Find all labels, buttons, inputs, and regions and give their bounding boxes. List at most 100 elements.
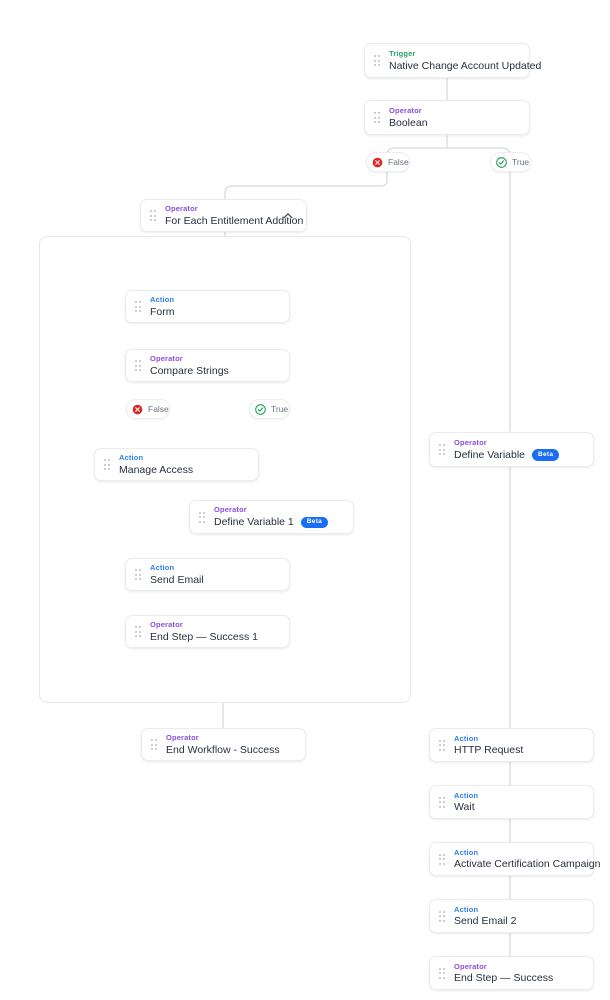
node-kind-label: Operator bbox=[165, 204, 198, 213]
node-kind-label: Operator bbox=[214, 505, 247, 514]
drag-handle-icon[interactable] bbox=[135, 625, 142, 638]
node-title-row: Define Variable 1 Beta bbox=[214, 516, 343, 528]
node-title: For Each Entitlement Addition bbox=[165, 214, 304, 227]
node-title: Form bbox=[150, 305, 175, 318]
node-title-row: Boolean bbox=[389, 116, 519, 129]
node-kind-label: Action bbox=[150, 295, 175, 304]
branch-badge-label: True bbox=[271, 403, 289, 414]
drag-handle-icon[interactable] bbox=[151, 738, 158, 751]
node-title-row: Form bbox=[150, 305, 279, 318]
beta-badge: Beta bbox=[300, 516, 329, 528]
node-title-row: Send Email bbox=[150, 573, 279, 586]
drag-handle-icon[interactable] bbox=[439, 967, 446, 980]
node-action-http-request[interactable]: Action HTTP Request bbox=[429, 728, 594, 762]
node-action-activate-certification-campaign[interactable]: Action Activate Certification Campaign bbox=[429, 842, 600, 876]
node-title: End Step — Success 1 bbox=[150, 630, 258, 643]
branch-badge-compare-true[interactable]: True bbox=[249, 399, 290, 419]
drag-handle-icon[interactable] bbox=[374, 111, 381, 124]
check-circle-icon bbox=[496, 156, 507, 168]
node-operator-end-step-success[interactable]: Operator End Step — Success bbox=[429, 956, 594, 990]
branch-badge-compare-false[interactable]: False bbox=[126, 399, 170, 419]
node-text: Action HTTP Request bbox=[454, 733, 583, 756]
node-title: Wait bbox=[454, 801, 475, 813]
node-action-wait[interactable]: Action Wait bbox=[429, 785, 594, 819]
node-text: Operator Define Variable Beta bbox=[454, 438, 583, 461]
node-text: Action Wait bbox=[454, 790, 583, 813]
node-title: Native Change Account Updated bbox=[389, 59, 542, 72]
node-title-row: Compare Strings bbox=[150, 364, 279, 377]
node-text: Trigger Native Change Account Updated bbox=[389, 49, 541, 72]
node-kind-label: Action bbox=[119, 453, 144, 462]
branch-badge-boolean-false[interactable]: False bbox=[366, 152, 410, 172]
node-action-form[interactable]: Action Form bbox=[125, 290, 290, 323]
node-title-row: End Step — Success 1 bbox=[150, 630, 279, 643]
node-text: Operator End Step — Success 1 bbox=[150, 621, 279, 642]
node-operator-for-each-entitlement-addition[interactable]: Operator For Each Entitlement Addition bbox=[140, 199, 307, 232]
node-text: Operator Boolean bbox=[389, 107, 519, 128]
node-title: Define Variable 1 bbox=[214, 516, 294, 528]
node-text: Action Activate Certification Campaign bbox=[454, 847, 600, 870]
node-operator-compare-strings[interactable]: Operator Compare Strings bbox=[125, 349, 290, 382]
node-kind-label: Action bbox=[454, 847, 479, 857]
node-operator-define-variable-1[interactable]: Operator Define Variable 1 Beta bbox=[189, 500, 354, 534]
node-title-row: Wait bbox=[454, 802, 583, 813]
node-operator-end-step-success-1[interactable]: Operator End Step — Success 1 bbox=[125, 615, 290, 648]
node-title-row: Activate Certification Campaign bbox=[454, 859, 600, 870]
node-kind-label: Action bbox=[454, 790, 479, 800]
node-kind-label: Operator bbox=[454, 961, 487, 971]
drag-handle-icon[interactable] bbox=[439, 910, 446, 923]
branch-badge-boolean-true[interactable]: True bbox=[490, 152, 531, 172]
drag-handle-icon[interactable] bbox=[150, 209, 157, 222]
node-title-row: Manage Access bbox=[119, 464, 248, 476]
node-operator-end-workflow-success[interactable]: Operator End Workflow - Success bbox=[141, 728, 306, 761]
chevron-up-icon[interactable] bbox=[280, 208, 296, 224]
node-title-row: HTTP Request bbox=[454, 745, 583, 756]
node-kind-label: Action bbox=[150, 563, 175, 572]
beta-badge: Beta bbox=[532, 449, 560, 461]
node-trigger-native-change-account-updated[interactable]: Trigger Native Change Account Updated bbox=[364, 43, 541, 78]
node-text: Action Send Email bbox=[150, 564, 279, 585]
node-title: Define Variable bbox=[454, 448, 526, 461]
node-kind-label: Operator bbox=[166, 733, 199, 742]
node-action-send-email[interactable]: Action Send Email bbox=[125, 558, 290, 591]
node-title-row: Define Variable Beta bbox=[454, 449, 583, 461]
drag-handle-icon[interactable] bbox=[439, 739, 446, 752]
node-text: Operator End Workflow - Success bbox=[166, 734, 295, 755]
node-operator-boolean[interactable]: Operator Boolean bbox=[364, 100, 530, 135]
node-title-row: End Workflow - Success bbox=[166, 743, 295, 756]
drag-handle-icon[interactable] bbox=[135, 359, 142, 372]
drag-handle-icon[interactable] bbox=[135, 568, 142, 581]
node-title: Activate Certification Campaign bbox=[454, 858, 601, 870]
node-kind-label: Operator bbox=[150, 354, 183, 363]
node-text: Operator End Step — Success bbox=[454, 961, 583, 984]
node-title-row: End Step — Success bbox=[454, 973, 583, 984]
node-title-row: Native Change Account Updated bbox=[389, 60, 541, 72]
drag-handle-icon[interactable] bbox=[199, 511, 206, 524]
drag-handle-icon[interactable] bbox=[439, 443, 446, 456]
drag-handle-icon[interactable] bbox=[439, 796, 446, 809]
drag-handle-icon[interactable] bbox=[104, 458, 111, 471]
node-title: Send Email bbox=[150, 573, 204, 586]
node-kind-label: Action bbox=[454, 733, 479, 743]
node-kind-label: Operator bbox=[150, 620, 183, 629]
node-text: Operator Define Variable 1 Beta bbox=[214, 506, 343, 528]
node-title: End Workflow - Success bbox=[166, 743, 280, 756]
node-action-manage-access[interactable]: Action Manage Access bbox=[94, 448, 259, 481]
node-title: Boolean bbox=[389, 116, 428, 129]
node-operator-define-variable[interactable]: Operator Define Variable Beta bbox=[429, 432, 594, 467]
node-kind-label: Trigger bbox=[389, 49, 416, 58]
node-kind-label: Operator bbox=[389, 106, 422, 115]
node-title: HTTP Request bbox=[454, 744, 524, 756]
node-title-row: For Each Entitlement Addition bbox=[165, 215, 303, 227]
node-title: Compare Strings bbox=[150, 364, 229, 377]
drag-handle-icon[interactable] bbox=[374, 54, 381, 67]
drag-handle-icon[interactable] bbox=[135, 300, 142, 313]
branch-badge-label: False bbox=[388, 156, 409, 167]
node-action-send-email-2[interactable]: Action Send Email 2 bbox=[429, 899, 594, 933]
node-title-row: Send Email 2 bbox=[454, 916, 583, 927]
node-text: Action Form bbox=[150, 296, 279, 317]
drag-handle-icon[interactable] bbox=[439, 853, 446, 866]
x-circle-icon bbox=[132, 404, 143, 414]
node-text: Action Manage Access bbox=[119, 454, 248, 475]
